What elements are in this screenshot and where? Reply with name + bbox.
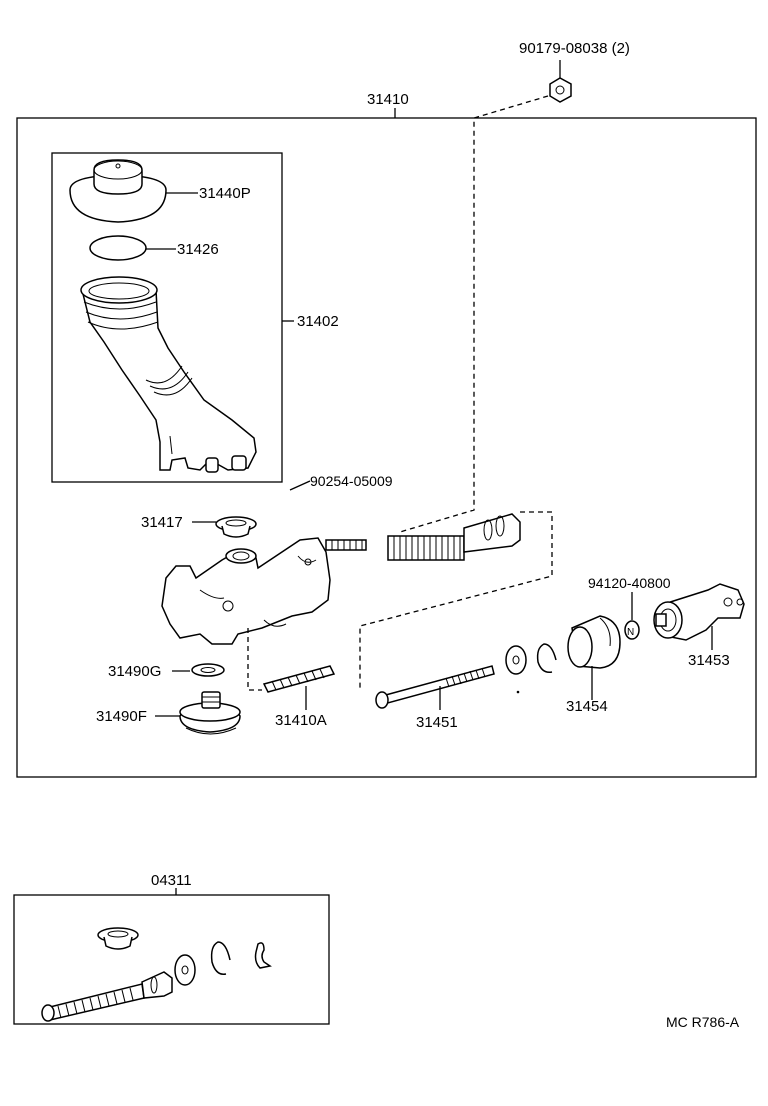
assembly-frame xyxy=(16,117,757,778)
label-cap: 31440P xyxy=(199,185,251,202)
label-pushrod: 31451 xyxy=(416,714,458,731)
part-nut-side: N xyxy=(624,592,640,640)
part-reservoir xyxy=(80,276,294,473)
dashed-bracket-left xyxy=(247,628,262,691)
part-washer xyxy=(172,663,225,677)
reservoir-frame xyxy=(51,152,283,483)
label-nut-top: 90179-08038 (2) xyxy=(519,40,630,57)
part-pin xyxy=(266,480,311,518)
kit-grommet xyxy=(97,927,139,950)
label-nut-side: 94120-40800 xyxy=(588,575,671,591)
part-stud xyxy=(262,665,336,710)
label-kit: 04311 xyxy=(151,872,192,889)
label-grommet: 31417 xyxy=(141,514,183,531)
kit-clip xyxy=(254,942,272,969)
label-assembly: 31410 xyxy=(367,91,409,108)
kit-frame xyxy=(13,894,330,1025)
label-stud: 31410A xyxy=(275,712,327,729)
label-gasket: 31426 xyxy=(177,241,219,258)
part-cap xyxy=(69,159,198,223)
label-reservoir: 31402 xyxy=(297,313,339,330)
part-snap-ring xyxy=(536,643,557,674)
label-boot: 31454 xyxy=(566,698,608,715)
label-washer: 31490G xyxy=(108,663,161,680)
label-pin: 90254-05009 xyxy=(310,473,393,489)
svg-text:N: N xyxy=(627,627,634,638)
part-spring-piston xyxy=(387,513,521,561)
part-nut-top: 90179-08038 (2) xyxy=(519,40,630,103)
part-flat-washer xyxy=(505,645,527,694)
part-clevis xyxy=(653,583,745,650)
kit-snap-ring xyxy=(210,941,231,975)
leader-nut-dashed xyxy=(399,95,549,533)
part-gasket xyxy=(89,235,176,261)
dashed-bracket-right xyxy=(359,511,553,690)
kit-washer xyxy=(174,954,196,986)
label-clevis: 31453 xyxy=(688,652,730,669)
part-grommet xyxy=(192,516,257,538)
label-plug: 31490F xyxy=(96,708,147,725)
part-pushrod xyxy=(375,665,495,710)
kit-spring-piston xyxy=(41,971,173,1022)
part-cylinder-body xyxy=(161,537,367,645)
part-plug xyxy=(155,691,241,735)
part-boot xyxy=(567,615,621,700)
drawing-code: MC R786-A xyxy=(666,1014,740,1030)
